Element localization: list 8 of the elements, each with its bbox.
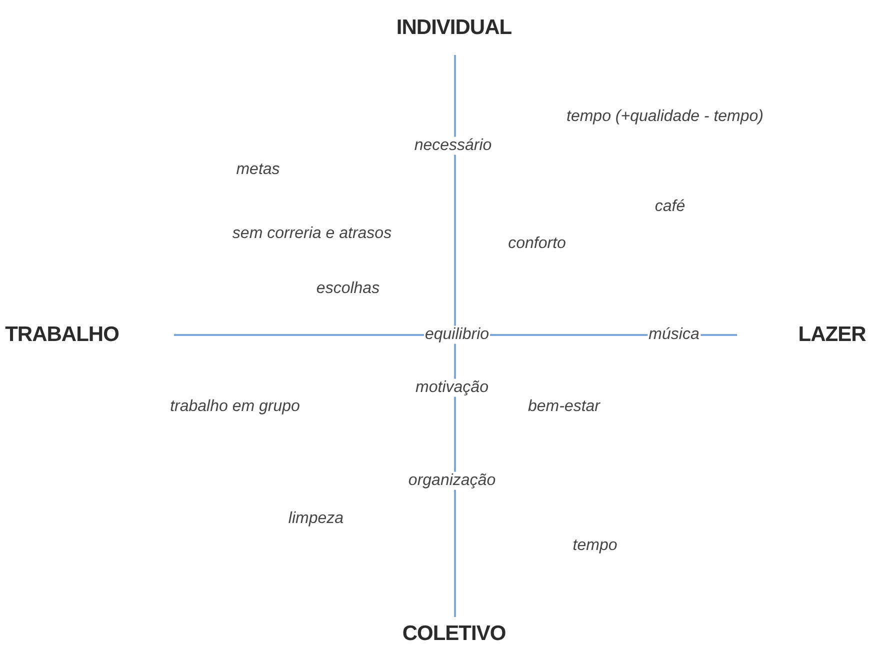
keyword-label: necessário xyxy=(413,136,493,156)
keyword-label: limpeza xyxy=(287,510,345,528)
keyword-label: motivação xyxy=(414,378,490,398)
keyword-label: equilibrio xyxy=(424,326,490,344)
keyword-label: tempo xyxy=(572,536,618,556)
keyword-label: trabalho em grupo xyxy=(169,398,301,416)
keyword-label: organização xyxy=(407,472,497,490)
keyword-label: tempo (+qualidade - tempo) xyxy=(566,108,764,126)
